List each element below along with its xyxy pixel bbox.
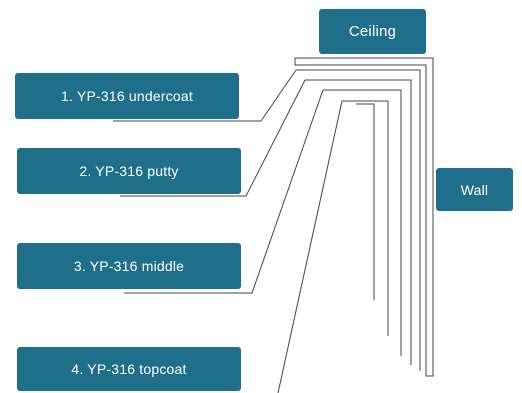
layer-1-label: 1. YP-316 undercoat (15, 73, 239, 119)
leader-line-3 (124, 89, 324, 294)
ceiling-label: Ceiling (319, 9, 426, 54)
leader-line-2 (120, 79, 306, 197)
layer-3-coat-line (323, 89, 402, 356)
layer-2-label: 2. YP-316 putty (17, 148, 241, 194)
leader-line-1 (113, 69, 297, 122)
substrate-corner (294, 57, 434, 377)
layer-1-coat-line (296, 69, 421, 371)
wall-label: Wall (436, 168, 513, 211)
inner-coat-line (356, 103, 375, 300)
layer-4-label: 4. YP-316 topcoat (17, 347, 241, 391)
leader-line-4 (277, 100, 343, 393)
layer-2-coat-line (305, 79, 412, 365)
layer-3-label: 3. YP-316 middle (17, 243, 241, 289)
layer-4-coat-line (342, 100, 389, 336)
